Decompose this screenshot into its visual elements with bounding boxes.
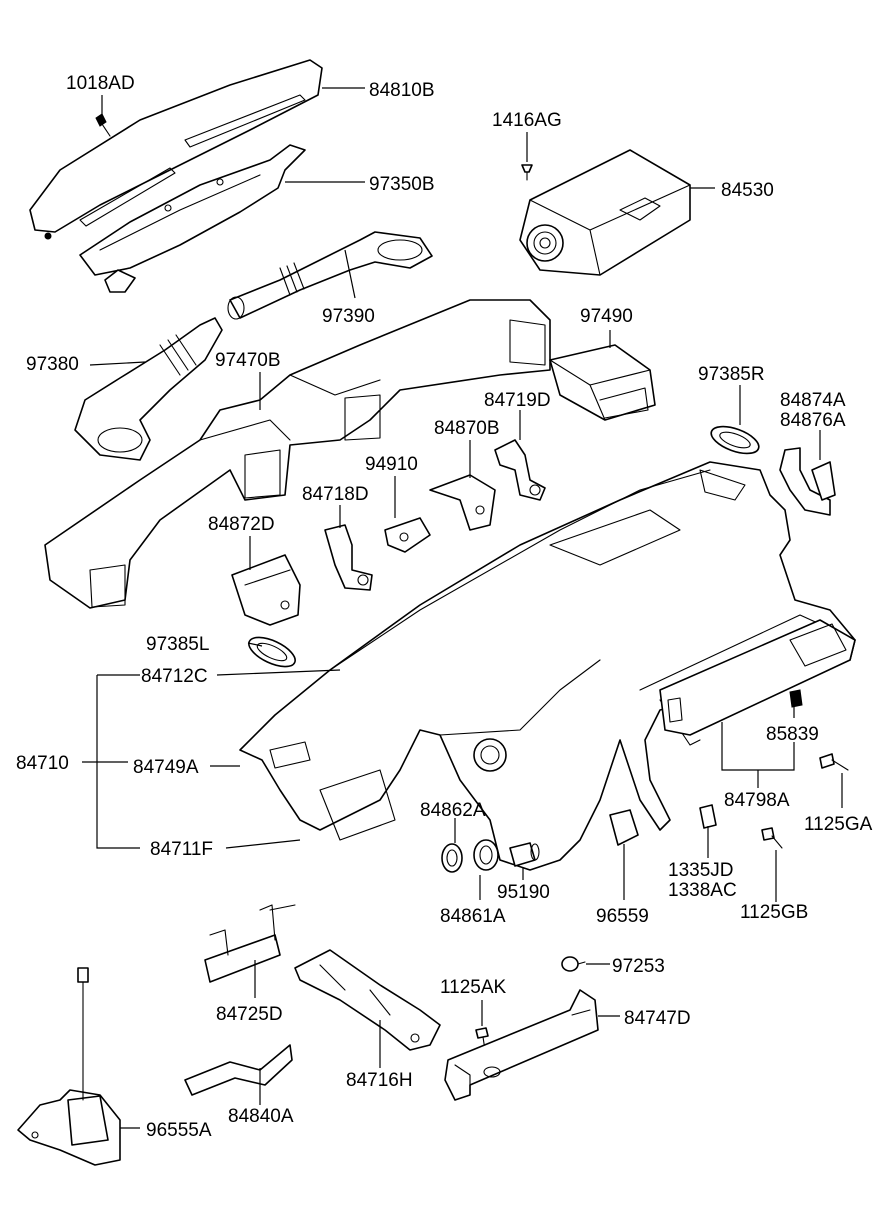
part-bracket-84716h (294, 949, 441, 1051)
part-defroster-garnish (29, 59, 323, 240)
label-84876a: 84876A (780, 410, 846, 431)
part-clip-85839 (789, 689, 803, 708)
label-97385r: 97385R (698, 364, 765, 385)
part-bracket-84840a (184, 1044, 293, 1096)
label-95190: 95190 (497, 882, 550, 903)
part-duct-97390 (227, 231, 433, 320)
leader-lines (82, 87, 843, 1129)
label-84718d: 84718D (302, 484, 369, 505)
label-84861a: 84861A (440, 906, 506, 927)
label-84711f: 84711F (150, 839, 213, 860)
label-84747d: 84747D (624, 1008, 691, 1029)
part-vent-ring-l (248, 636, 296, 668)
part-bolt-1125ga (819, 753, 849, 771)
part-ring-84862a (441, 843, 463, 873)
label-97253: 97253 (612, 956, 665, 977)
label-84710: 84710 (16, 753, 69, 774)
part-airbag-module (519, 149, 691, 276)
part-vent-ring-r (710, 425, 760, 455)
label-84870b: 84870B (434, 418, 500, 439)
label-1338ac: 1338AC (668, 880, 737, 901)
label-97380: 97380 (26, 354, 79, 375)
part-bracket-84718d (324, 524, 373, 591)
label-96555a: 96555A (146, 1120, 212, 1141)
part-bolt-1125gb (761, 827, 783, 849)
part-glove-box (659, 619, 856, 736)
part-lamp-95190 (509, 842, 540, 867)
label-84719d: 84719D (484, 390, 551, 411)
label-84798a: 84798A (724, 790, 790, 811)
label-97490: 97490 (580, 306, 633, 327)
part-clip-1416ag (521, 164, 533, 181)
part-bracket-84725d (204, 904, 296, 983)
label-96559: 96559 (596, 906, 649, 927)
label-1335jd: 1335JD (668, 860, 734, 881)
label-97350b: 97350B (369, 174, 435, 195)
part-connector-96559 (609, 809, 639, 846)
label-1125ga: 1125GA (804, 814, 873, 835)
part-duct-97380 (74, 317, 223, 461)
part-bracket-84747d (444, 989, 599, 1101)
part-bracket-84719d (494, 439, 546, 501)
label-84810b: 84810B (369, 80, 435, 101)
label-84874a: 84874A (780, 390, 846, 411)
label-84872d: 84872D (208, 514, 275, 535)
label-84840a: 84840A (228, 1106, 294, 1127)
label-84862a: 84862A (420, 800, 486, 821)
label-97390: 97390 (322, 306, 375, 327)
part-labels: 1018AD 84810B 1416AG 97350B 84530 97390 … (16, 73, 873, 1141)
label-97385l: 97385L (146, 634, 209, 655)
part-ring-84861a (473, 839, 499, 871)
part-center-vent (549, 344, 656, 421)
label-84712c: 84712C (141, 666, 208, 687)
label-97470b: 97470B (215, 350, 281, 371)
label-84530: 84530 (721, 180, 774, 201)
label-84725d: 84725D (216, 1004, 283, 1025)
label-84749a: 84749A (133, 757, 199, 778)
part-clip-1335jd (699, 804, 717, 829)
label-1125ak: 1125AK (440, 977, 507, 998)
part-antenna-module (17, 967, 121, 1166)
label-1018ad: 1018AD (66, 73, 135, 94)
part-screw-1018ad (95, 113, 111, 137)
part-bolt-1125ak (475, 1027, 489, 1051)
label-1416ag: 1416AG (492, 110, 562, 131)
label-94910: 94910 (365, 454, 418, 475)
part-bracket-84874a (779, 447, 836, 516)
part-bracket-84870b (429, 474, 496, 531)
part-sensor-94910 (384, 517, 431, 553)
label-84716h: 84716H (346, 1070, 413, 1091)
label-1125gb: 1125GB (740, 902, 808, 923)
part-bracket-84872d (231, 554, 301, 626)
part-switch-97253 (561, 956, 586, 972)
part-defroster-nozzle (79, 144, 306, 293)
label-85839: 85839 (766, 724, 819, 745)
